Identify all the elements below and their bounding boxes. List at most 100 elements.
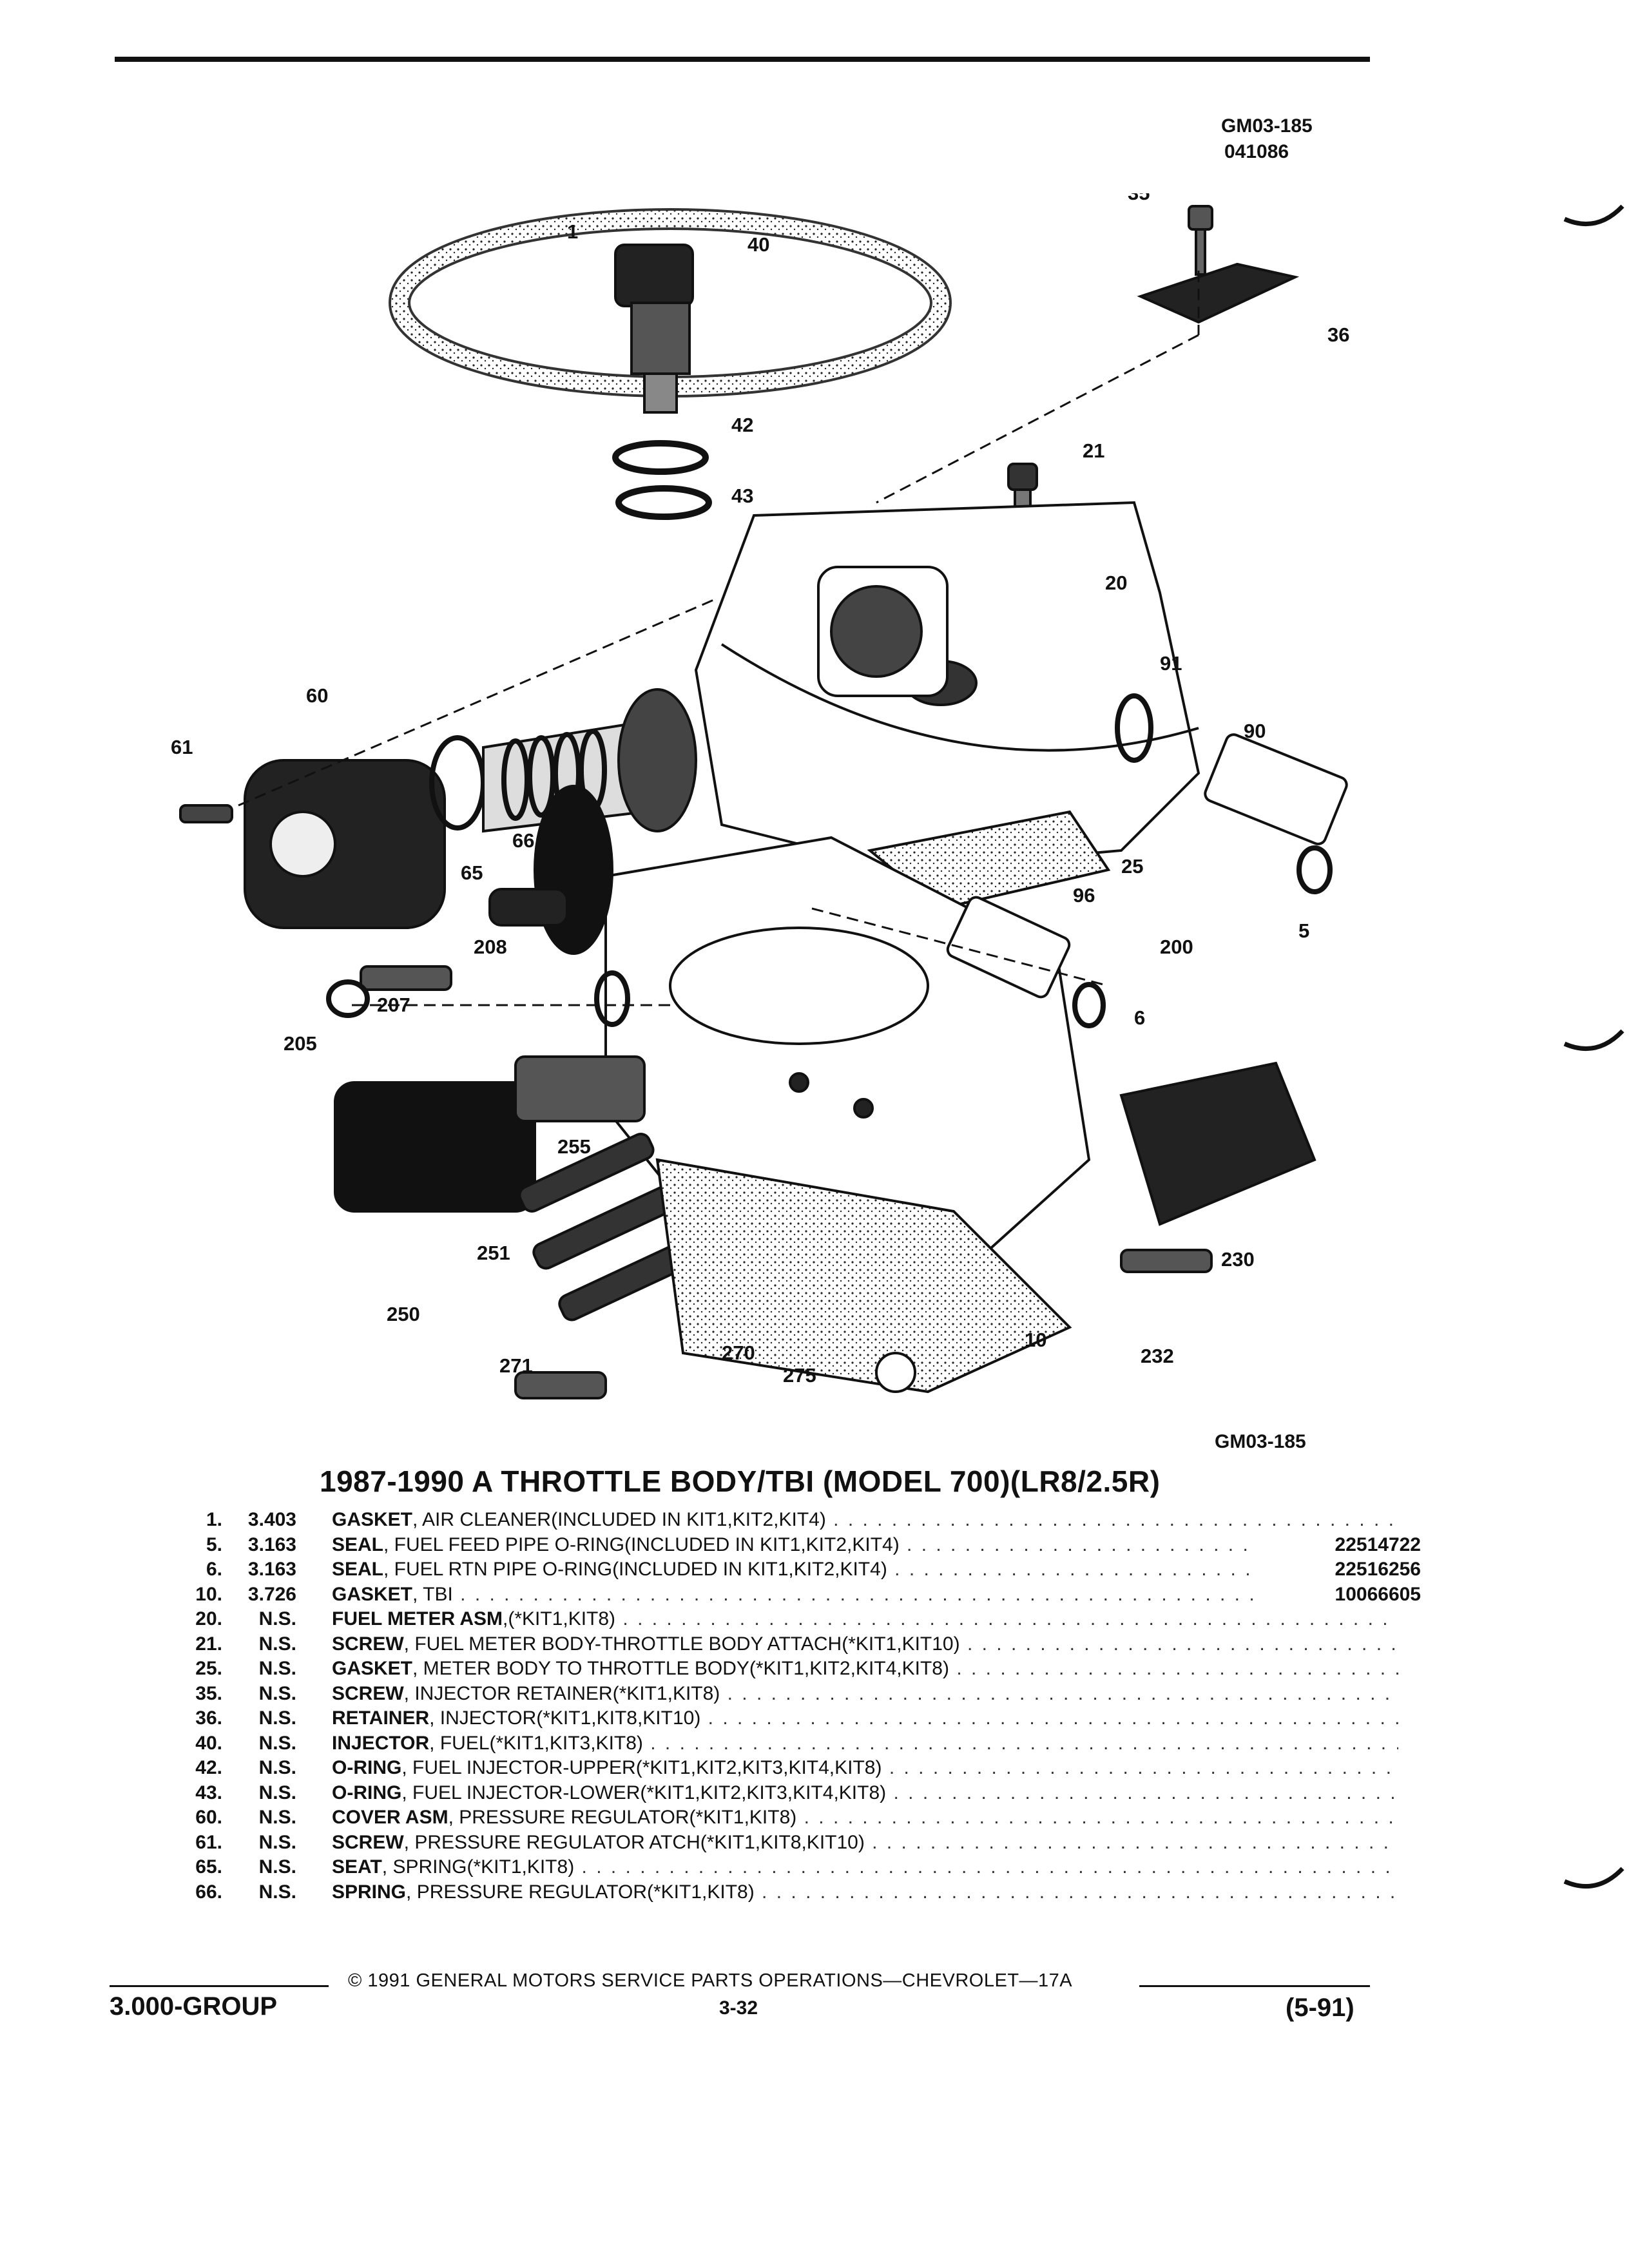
part-description: RETAINER, INJECTOR(*KIT1,KIT8,KIT10) . .… xyxy=(332,1706,1398,1731)
parts-list-row: 36.N.S.RETAINER, INJECTOR(*KIT1,KIT8,KIT… xyxy=(148,1706,1398,1731)
part-description: SCREW, INJECTOR RETAINER(*KIT1,KIT8) . .… xyxy=(332,1682,1398,1706)
binder-mark-icon xyxy=(1563,204,1624,227)
part-detail: , SPRING(*KIT1,KIT8) xyxy=(381,1856,575,1878)
parts-list-row: 40. N.S. INJECTOR, FUEL(*KIT1,KIT3,KIT8) .… xyxy=(148,1731,1398,1756)
group-number: N.S. xyxy=(258,1608,296,1629)
copyright: © 1991 GENERAL MOTORS SERVICE PARTS OPER… xyxy=(348,1970,1073,1991)
group-number: N.S. xyxy=(258,1658,296,1679)
part-name: SCREW xyxy=(332,1831,404,1853)
group-number: N.S. xyxy=(258,1633,296,1655)
ref-number: 35. xyxy=(195,1682,222,1704)
group-number: N.S. xyxy=(258,1757,296,1778)
callout-90: 90 xyxy=(1244,720,1266,742)
parts-list: 1. 3.403 GASKET, AIR CLEANER(INCLUDED IN K… xyxy=(148,1508,1421,1905)
binder-mark-icon xyxy=(1563,1029,1624,1052)
callout-208: 208 xyxy=(474,936,507,958)
group-label: 3.000-GROUP xyxy=(110,1992,278,2021)
parts-list-row: 42.N.S.O-RING, FUEL INJECTOR-UPPER(*KIT1… xyxy=(148,1756,1398,1781)
throttle-body-exploded-diagram: 1 40 35 36 42 21 43 20 91 60 90 61 66 70… xyxy=(171,193,1349,1399)
callout-66: 66 xyxy=(512,829,534,852)
group-number: 3.163 xyxy=(247,1533,296,1555)
part-name: GASKET xyxy=(332,1658,413,1679)
top-rule xyxy=(115,57,1370,62)
parts-list-row: 61. N.S. SCREW, PRESSURE REGULATOR ATCH(*K… xyxy=(148,1831,1398,1856)
part-detail: ,(*KIT1,KIT8) xyxy=(503,1608,616,1629)
leader-dots: . . . . . . . . . . . . . . . . . . . . … xyxy=(889,1757,1398,1778)
parts-list-row: 6. 3.163 SEAL, FUEL RTN PIPE O-RING(INCLUD… xyxy=(148,1557,1421,1582)
leader-dots: . . . . . . . . . . . . . . . . . . . . … xyxy=(727,1682,1398,1704)
part-description: SEAL, FUEL RTN PIPE O-RING(INCLUDED IN K… xyxy=(332,1557,1398,1582)
callout-43: 43 xyxy=(731,485,753,507)
callout-21: 21 xyxy=(1083,439,1104,462)
callout-10: 10 xyxy=(1025,1329,1046,1351)
part-description: SCREW, PRESSURE REGULATOR ATCH(*KIT1,KIT… xyxy=(332,1831,1398,1855)
leader-dots: . . . . . . . . . . . . . . . . . . . . … xyxy=(622,1608,1398,1629)
part-description: SEAT, SPRING(*KIT1,KIT8) . . . . . . . .… xyxy=(332,1855,1398,1879)
ref-number: 6. xyxy=(206,1559,222,1580)
ref-number: 10. xyxy=(195,1583,222,1605)
ref-number: 65. xyxy=(195,1856,222,1878)
group-number: 3.163 xyxy=(247,1559,296,1580)
part-name: GASKET xyxy=(332,1509,413,1530)
part-name: SEAL xyxy=(332,1559,384,1580)
part-name: COVER ASM xyxy=(332,1807,448,1828)
ref-number: 36. xyxy=(195,1707,222,1729)
callout-230: 230 xyxy=(1221,1248,1255,1271)
part-name: SCREW xyxy=(332,1633,404,1655)
callout-251: 251 xyxy=(477,1242,510,1264)
parts-list-row: 66.N.S.SPRING, PRESSURE REGULATOR(*KIT1,… xyxy=(148,1880,1398,1905)
callout-91: 91 xyxy=(1160,652,1182,675)
callout-40: 40 xyxy=(747,233,769,256)
part-name: O-RING xyxy=(332,1757,402,1778)
group-number: N.S. xyxy=(258,1831,296,1853)
ref-number: 20. xyxy=(195,1608,222,1629)
part-description: GASKET, AIR CLEANER(INCLUDED IN KIT1,KIT… xyxy=(332,1508,1398,1532)
part-name: FUEL METER ASM xyxy=(332,1608,503,1629)
part-name: INJECTOR xyxy=(332,1732,430,1754)
group-number: N.S. xyxy=(258,1732,296,1754)
leader-dots: . . . . . . . . . . . . . . . . . . . . … xyxy=(893,1782,1398,1803)
ref-number: 60. xyxy=(195,1807,222,1828)
callout-65: 65 xyxy=(461,861,483,884)
callout-5: 5 xyxy=(1298,919,1309,942)
figure-date-code: 041086 xyxy=(1224,141,1289,162)
part-number: 22514722 xyxy=(1253,1532,1421,1557)
parts-list-row: 25. N.S. GASKET, METER BODY TO THROTTLE BO… xyxy=(148,1657,1398,1682)
part-detail: , FUEL METER BODY-THROTTLE BODY ATTACH(*… xyxy=(403,1633,960,1655)
leader-dots: . . . . . . . . . . . . . . . . . . . . … xyxy=(956,1658,1398,1679)
binder-mark-icon xyxy=(1563,1867,1624,1889)
callout-207: 207 xyxy=(377,994,410,1016)
ref-number: 42. xyxy=(195,1757,222,1778)
callout-250: 250 xyxy=(387,1303,420,1325)
parts-list-row: 60.N.S.COVER ASM, PRESSURE REGULATOR(*KI… xyxy=(148,1805,1398,1831)
ref-number: 1. xyxy=(206,1509,222,1530)
part-description: INJECTOR, FUEL(*KIT1,KIT3,KIT8) . . . . … xyxy=(332,1731,1398,1756)
part-name: SEAL xyxy=(332,1533,384,1555)
part-name: GASKET xyxy=(332,1583,413,1605)
ref-number: 25. xyxy=(195,1658,222,1679)
callout-36: 36 xyxy=(1327,323,1349,346)
part-description: O-RING, FUEL INJECTOR-LOWER(*KIT1,KIT2,K… xyxy=(332,1781,1398,1805)
callout-20: 20 xyxy=(1105,572,1127,594)
group-number: 3.403 xyxy=(247,1509,296,1530)
callout-200: 200 xyxy=(1160,936,1193,958)
callout-270: 270 xyxy=(722,1341,755,1364)
ref-number: 40. xyxy=(195,1732,222,1754)
figure-code: GM03-185 xyxy=(1221,115,1313,137)
part-number: 10066605 xyxy=(1253,1582,1421,1607)
page-number: 3-32 xyxy=(719,1997,758,2019)
part-description: SPRING, PRESSURE REGULATOR(*KIT1,KIT8) .… xyxy=(332,1880,1398,1905)
part-description: GASKET, METER BODY TO THROTTLE BODY(*KIT… xyxy=(332,1657,1398,1681)
leader-dots: . . . . . . . . . . . . . . . . . . . . … xyxy=(804,1807,1398,1828)
part-detail: , METER BODY TO THROTTLE BODY(*KIT1,KIT2… xyxy=(412,1658,949,1679)
parts-list-row: 35.N.S.SCREW, INJECTOR RETAINER(*KIT1,KI… xyxy=(148,1682,1398,1707)
group-number: N.S. xyxy=(258,1856,296,1878)
parts-list-row: 21.N.S.SCREW, FUEL METER BODY-THROTTLE B… xyxy=(148,1632,1398,1657)
parts-list-row: 20. N.S. FUEL METER ASM,(*KIT1,KIT8) . . .… xyxy=(148,1607,1398,1632)
ref-number: 61. xyxy=(195,1831,222,1853)
group-number: 3.726 xyxy=(247,1583,296,1605)
page-title: 1987-1990 A THROTTLE BODY/TBI (MODEL 700… xyxy=(320,1465,1161,1498)
callout-42: 42 xyxy=(731,414,753,436)
footer-rule-right xyxy=(1139,1985,1370,1987)
callout-61: 61 xyxy=(171,736,193,758)
